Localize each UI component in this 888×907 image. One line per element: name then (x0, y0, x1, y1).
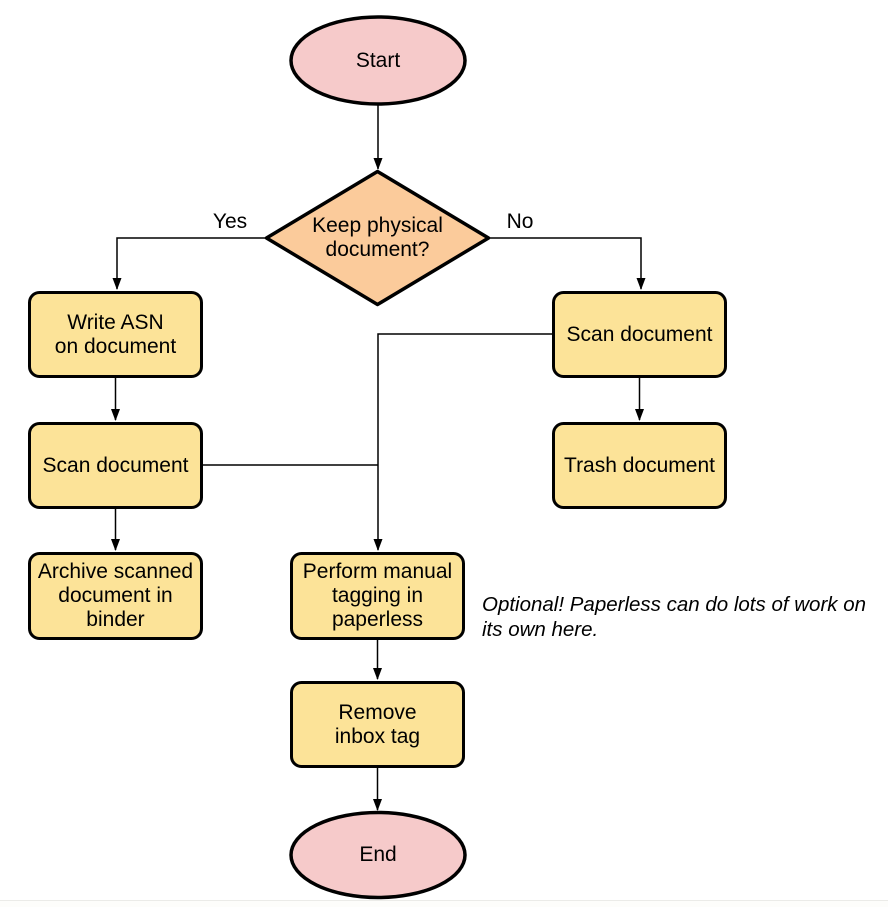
node-write-asn (28, 291, 203, 378)
bottom-strip (0, 901, 888, 907)
node-remove-inbox (290, 681, 465, 768)
edge-label-yes: Yes (212, 210, 248, 233)
node-end (289, 810, 467, 900)
optional-note: Optional! Paperless can do lots of work … (482, 593, 867, 641)
bottom-divider (0, 900, 888, 901)
node-tagging (290, 552, 465, 640)
node-archive (28, 552, 203, 640)
edge-decision-no-to-scan-right (490, 237, 646, 290)
node-trash (552, 422, 727, 509)
node-decision (264, 169, 491, 307)
edge-label-no: No (506, 210, 534, 233)
node-scan-left (28, 422, 203, 509)
edge-scan-right-to-tagging (373, 333, 552, 551)
edge-decision-yes-to-write-asn (112, 237, 265, 290)
node-start (289, 15, 467, 106)
node-scan-right (552, 291, 727, 378)
